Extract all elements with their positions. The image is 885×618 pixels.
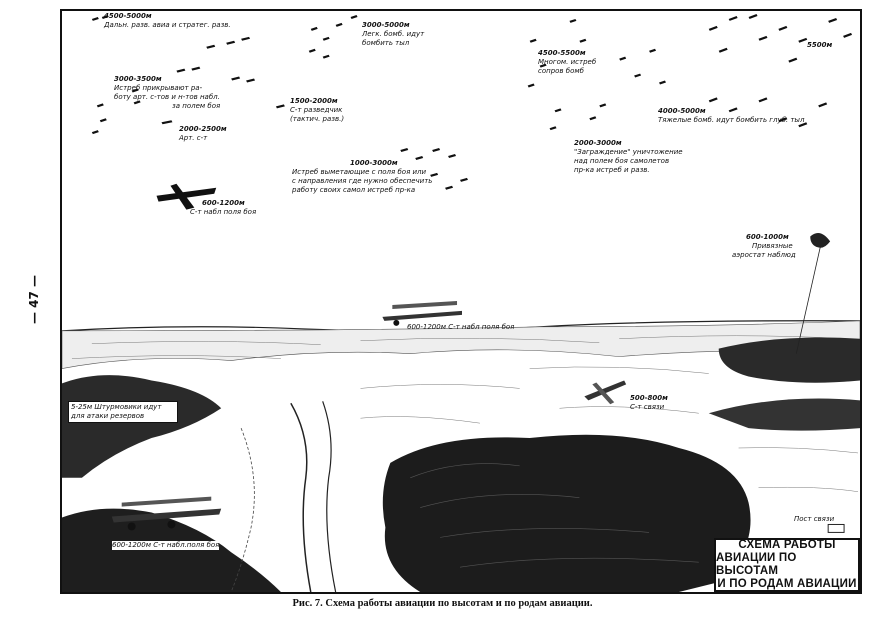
field-lines [360,366,859,492]
left-woods-lower [62,508,281,592]
label-battlefield-observation: 600-1200м С-т набл поля боя [190,199,257,216]
illustration-frame: 4500-5000м Дальн. разв. авиа и стратег. … [60,9,862,594]
label-sweeping-fighters: 1000-3000м Истреб выметающие с поля боя … [292,159,433,194]
label-lower-observation: 600-1200м С-т набл.поля боя [112,541,220,550]
distant-hills [62,320,860,369]
liaison-plane-icon [584,380,627,405]
figure-caption: Рис. 7. Схема работы авиации по высотам … [292,598,593,609]
label-heavy-bombers: 4000-5000м Тяжелые бомб. идут бомбить гл… [658,107,805,124]
title-line-1: СХЕМА РАБОТЫ [738,539,836,551]
label-multiseat-fighters: 4500-5500м Многом. истреб сопров бомб [538,49,597,75]
right-woods [718,337,860,383]
balloon-tether [795,247,821,354]
label-light-bombers: 3000-5000м Легк. бомб. идут бомбить тыл [362,21,425,47]
label-tethered-balloons: 600-1000м Привязные аэростат наблюд [732,233,796,259]
large-biplane-icon [156,183,217,210]
small-aircraft-formations [91,13,853,190]
label-barrier: 2000-3000м "Заграждение" уничтожение над… [574,139,683,174]
title-line-2: АВИАЦИИ ПО ВЫСОТАМ [716,552,797,577]
label-long-range-recon: 4500-5000м Дальн. разв. авиа и стратег. … [104,12,231,29]
label-5500: 5500м [807,41,833,49]
balloon-icon [810,232,831,248]
label-cover-fighters: 3000-3500м Истреб прикрывают ра- боту ар… [114,75,221,110]
label-tactical-recon: 1500-2000м С-т разведчик (тактич. разв.) [290,97,345,123]
lower-left-biplane-icon [111,496,222,531]
label-center-observation: 600-1200м С-т набл поля боя [407,323,515,331]
label-liaison: 500-800м С-т связи [630,394,668,411]
road [230,427,255,592]
communication-post-icon [827,523,845,533]
label-communication-post: Пост связи [794,515,835,523]
river [290,402,312,592]
label-attack-planes: 5-25м Штурмовики идут для атаки резервов [68,401,178,423]
hill-lines [71,335,849,359]
label-artillery-plane: 2000-2500м Арт. с-т [179,125,227,142]
title-line-3: И ПО РОДАМ АВИАЦИИ [717,578,857,590]
center-biplane-icon [382,301,462,326]
left-woods [62,375,222,478]
right-woods-mid [708,398,860,431]
battlefield-scene [62,13,860,592]
river-bank-2 [322,401,337,592]
central-forest [382,434,751,592]
page-number: — 47 — [27,274,41,324]
forest-texture [410,463,699,568]
scheme-title-box: СХЕМА РАБОТЫ АВИАЦИИ ПО ВЫСОТАМ И ПО РОД… [714,538,860,592]
